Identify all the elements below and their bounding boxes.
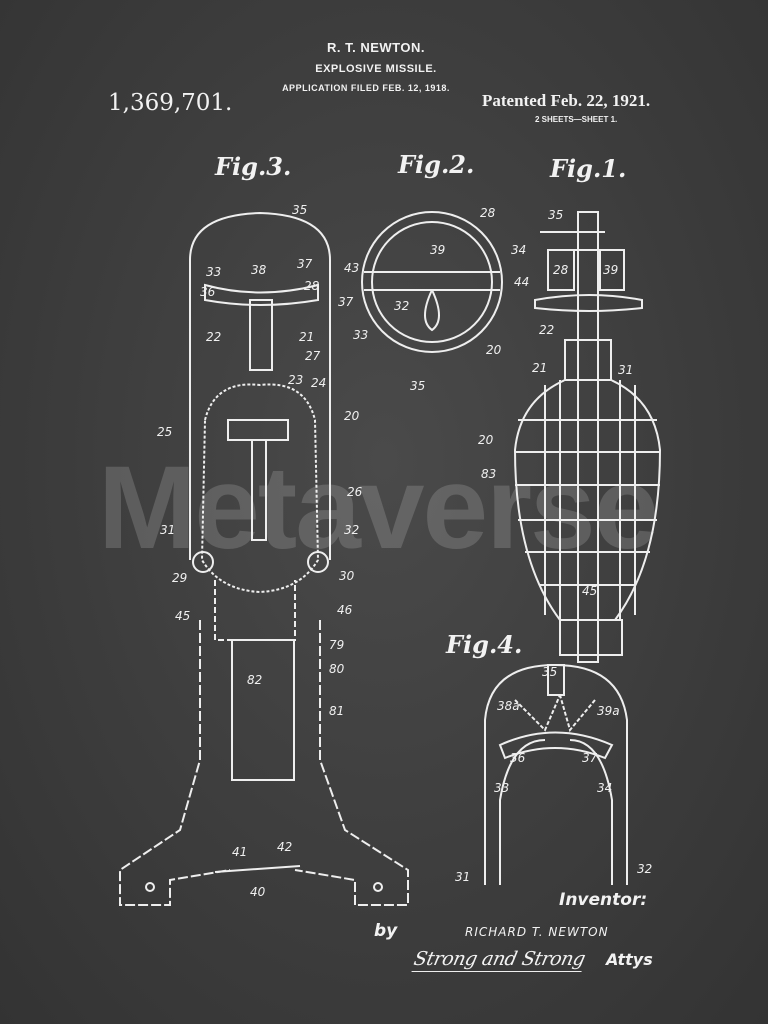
ref-label: 39 xyxy=(603,263,619,277)
ref-label: 36 xyxy=(200,285,216,299)
fig2-drawing xyxy=(361,211,503,353)
ref-label: 23 xyxy=(288,373,304,387)
fig2-title: Fig.2. xyxy=(398,150,475,179)
inventor-name: RICHARD T. NEWTON xyxy=(465,925,609,939)
ref-label: 38 xyxy=(251,263,267,277)
ref-label: 42 xyxy=(277,840,293,854)
ref-label: 31 xyxy=(455,870,471,884)
ref-label: 26 xyxy=(347,485,363,499)
ref-label: 21 xyxy=(532,361,548,375)
ref-label: 29 xyxy=(172,571,188,585)
ref-label: 21 xyxy=(299,330,315,344)
attys-label: Attys xyxy=(606,950,653,969)
inventor-header: R. T. NEWTON. xyxy=(327,40,425,55)
ref-label: 28 xyxy=(480,206,496,220)
ref-label: 20 xyxy=(344,409,360,423)
ref-label: 32 xyxy=(344,523,360,537)
ref-label: 45 xyxy=(582,584,598,598)
ref-label: 37 xyxy=(582,751,598,765)
ref-label: 81 xyxy=(329,704,345,718)
ref-label: 31 xyxy=(160,523,176,537)
fig4-title: Fig.4. xyxy=(446,630,523,659)
ref-label: 27 xyxy=(305,349,321,363)
patent-number: 1,369,701. xyxy=(108,90,233,116)
ref-label: 32 xyxy=(394,299,410,313)
ref-label: 28 xyxy=(304,279,320,293)
ref-label: 79 xyxy=(329,638,345,652)
ref-label: 25 xyxy=(157,425,173,439)
ref-label: 34 xyxy=(511,243,527,257)
ref-label: 35 xyxy=(292,203,308,217)
fig4-drawing xyxy=(484,663,628,885)
ref-label: 22 xyxy=(206,330,222,344)
ref-label: 83 xyxy=(481,467,497,481)
patented-date: Patented Feb. 22, 1921. xyxy=(482,91,651,110)
ref-label: 24 xyxy=(311,376,327,390)
ref-label: 80 xyxy=(329,662,345,676)
fig1-title: Fig.1. xyxy=(550,154,627,183)
ref-label: 22 xyxy=(539,323,555,337)
ref-label: 37 xyxy=(338,295,354,309)
ref-label: 28 xyxy=(553,263,569,277)
fig3-title: Fig.3. xyxy=(215,152,292,181)
by-label: by xyxy=(374,921,398,941)
ref-label: 20 xyxy=(486,343,502,357)
ref-label: 45 xyxy=(175,609,191,623)
ref-label: 46 xyxy=(337,603,353,617)
ref-label: 43 xyxy=(344,261,360,275)
ref-label: 32 xyxy=(637,862,653,876)
ref-label: 33 xyxy=(353,328,369,342)
ref-label: 30 xyxy=(339,569,355,583)
ref-label: 44 xyxy=(514,275,530,289)
ref-label: 82 xyxy=(247,673,263,687)
ref-label: 41 xyxy=(232,845,248,859)
ref-label: 39 xyxy=(430,243,446,257)
ref-label: 35 xyxy=(542,665,558,679)
ref-label: 33 xyxy=(494,781,510,795)
fig3-drawing xyxy=(119,211,409,906)
attorney-signature: Strong and Strong xyxy=(411,948,588,972)
ref-label: 31 xyxy=(618,363,634,377)
ref-label: 39a xyxy=(597,704,620,718)
ref-label: 38a xyxy=(497,699,520,713)
application-date: APPLICATION FILED FEB. 12, 1918. xyxy=(282,83,450,93)
ref-label: 34 xyxy=(597,781,613,795)
ref-label: 20 xyxy=(478,433,494,447)
ref-label: 35 xyxy=(548,208,564,222)
ref-label: 35 xyxy=(410,379,426,393)
inventor-label: Inventor: xyxy=(559,890,648,910)
fig1-drawing xyxy=(513,211,662,663)
ref-label: 37 xyxy=(297,257,313,271)
ref-label: 40 xyxy=(250,885,266,899)
ref-label: 36 xyxy=(510,751,526,765)
sheets-info: 2 SHEETS—SHEET 1. xyxy=(535,115,618,124)
ref-label: 33 xyxy=(206,265,222,279)
patent-title: EXPLOSIVE MISSILE. xyxy=(315,63,437,75)
